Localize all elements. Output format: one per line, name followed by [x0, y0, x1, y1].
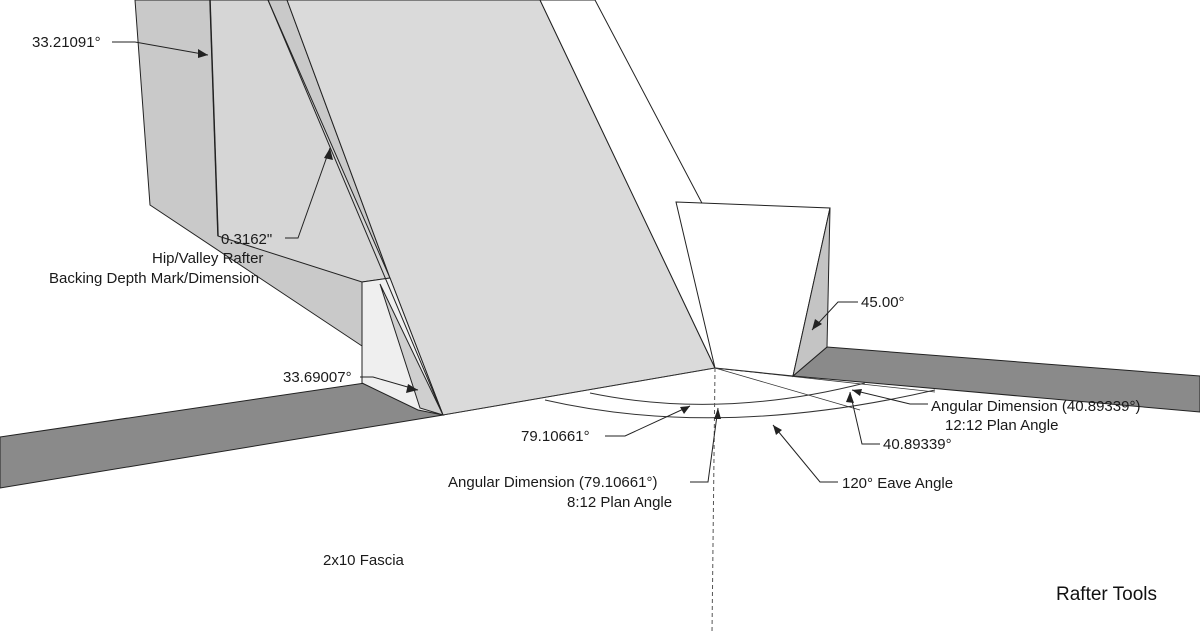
arrow-angle-top [198, 49, 208, 58]
leader-angle-right-top [811, 301, 858, 331]
arrow-angle-right-value [846, 392, 854, 403]
leader-angular-right [851, 389, 928, 405]
angular-dim-right-line1: Angular Dimension (40.89339°) [931, 398, 1141, 415]
arrow-angle-right-top [812, 319, 822, 330]
plan-line-right [714, 367, 936, 393]
eave-angle-arc-outer [544, 389, 936, 419]
plan-line-diag [714, 367, 861, 411]
angular-dim-right-line2: 12:12 Plan Angle [945, 417, 1059, 434]
centerline-dashed [711, 367, 716, 633]
ridge-line-left [267, 0, 444, 416]
leader-angle-right-value [849, 391, 880, 445]
angular-dim-center-line2: 8:12 Plan Angle [567, 494, 673, 511]
arrow-angle-center [680, 406, 690, 414]
leader-backing [285, 147, 331, 239]
left-fascia-board [0, 382, 445, 489]
leader-angle-center [605, 405, 691, 437]
arrow-eave-angle [773, 425, 782, 435]
arrow-backing [324, 148, 333, 160]
backing-title-label: Hip/Valley Rafter [152, 250, 264, 267]
right-wedge-side [792, 207, 831, 378]
angle-right-value-label: 40.89339° [883, 436, 952, 453]
arrow-angular-right [852, 389, 862, 396]
fascia-label: 2x10 Fascia [323, 552, 404, 569]
eave-angle-arc-inner [589, 382, 866, 405]
angle-left-label: 33.69007° [283, 369, 352, 386]
leader-eave-angle [772, 424, 838, 483]
leader-angle-left [360, 376, 419, 391]
leader-angular-center [690, 407, 719, 483]
angular-dim-center-line1: Angular Dimension (79.10661°) [448, 474, 658, 491]
angle-center-value-label: 79.10661° [521, 428, 590, 445]
brand-label: Rafter Tools [1056, 584, 1158, 605]
plan-line-left [442, 367, 716, 416]
arrow-angular-center [714, 408, 721, 419]
eave-angle-label: 120° Eave Angle [842, 475, 954, 492]
ridge-line-mid [209, 0, 219, 237]
leader-angle-top [112, 41, 209, 56]
backing-subtitle-label: Backing Depth Mark/Dimension [49, 270, 260, 287]
arrow-angle-left [406, 384, 418, 393]
angle-top-label: 33.21091° [32, 34, 101, 51]
left-end-block-face [379, 283, 444, 416]
backing-value-label: 0.3162" [221, 231, 273, 248]
angle-right-top-label: 45.00° [861, 294, 905, 311]
